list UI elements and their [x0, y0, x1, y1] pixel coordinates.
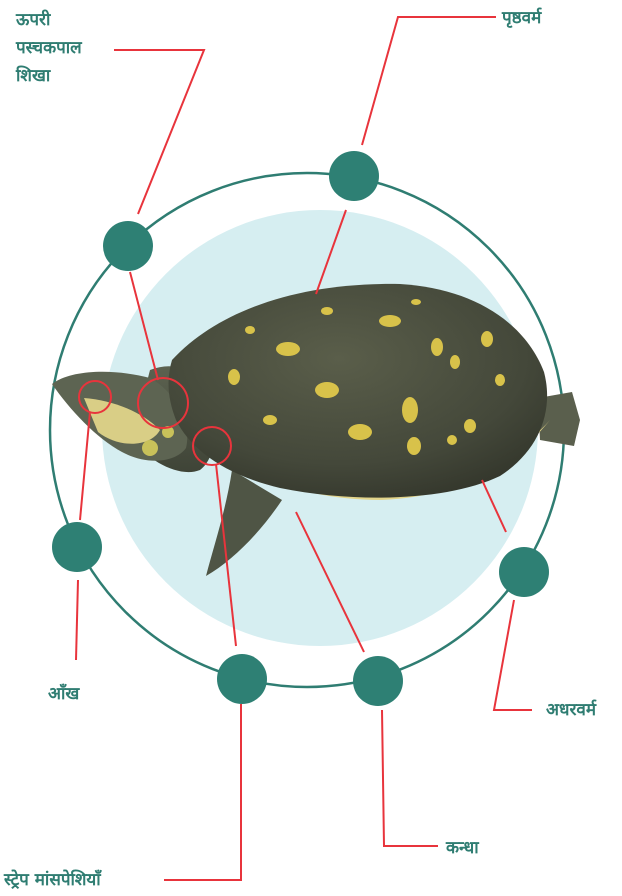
- leader-line-eye: [76, 580, 78, 660]
- leader-line-strap-muscles: [164, 704, 241, 880]
- leader-line-shoulder: [382, 710, 438, 846]
- node-carapace: [329, 151, 379, 201]
- label-shoulder: कन्धा: [446, 834, 479, 863]
- node-eye: [52, 522, 102, 572]
- node-shoulder: [353, 656, 403, 706]
- label-upper-shell-ridge-line-1: ऊपरी: [16, 6, 50, 35]
- node-plastron: [499, 547, 549, 597]
- label-plastron: अधरवर्म: [546, 696, 596, 725]
- leader-line-plastron: [494, 600, 532, 710]
- node-upper-shell-ridge: [103, 221, 153, 271]
- leader-line-upper-shell-ridge: [114, 50, 204, 214]
- label-carapace: पृष्ठवर्म: [502, 4, 541, 33]
- label-upper-shell-ridge-line-2: पस्चकपाल: [16, 34, 82, 63]
- leader-line-eye-node: [80, 412, 90, 520]
- node-strap-muscles: [217, 654, 267, 704]
- label-upper-shell-ridge-line-3: शिखा: [16, 62, 50, 91]
- leader-line-carapace: [362, 17, 496, 145]
- label-strap-muscles: स्ट्रेप मांसपेशियाँ: [4, 866, 101, 895]
- label-eye: आँख: [48, 680, 79, 709]
